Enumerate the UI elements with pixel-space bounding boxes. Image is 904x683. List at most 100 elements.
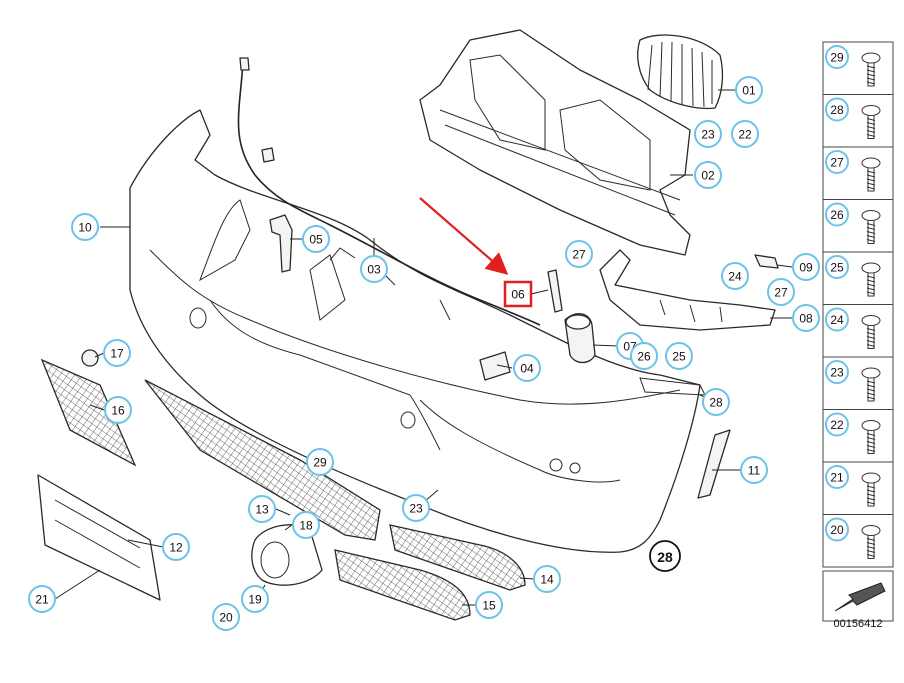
clip-17 xyxy=(81,349,99,367)
lower-grille xyxy=(144,379,381,541)
fastener-icon xyxy=(861,105,881,139)
callout-number: 12 xyxy=(169,541,183,555)
callout-22: 22 xyxy=(731,120,759,148)
fastener-icon xyxy=(861,367,881,402)
legend-number: 26 xyxy=(830,208,844,222)
callout-24: 24 xyxy=(721,262,749,290)
callout-number: 15 xyxy=(482,599,496,613)
callout-number: 09 xyxy=(799,261,813,275)
legend-cell-23: 23 xyxy=(822,356,894,410)
callout-14: 14 xyxy=(533,565,561,593)
legend-cell-28: 28 xyxy=(822,94,894,148)
legend-cell-27: 27 xyxy=(822,146,894,200)
callout-number: 02 xyxy=(701,169,715,183)
fog-lamp xyxy=(251,524,323,586)
callout-27: 27 xyxy=(767,278,795,306)
callout-11: 11 xyxy=(740,456,768,484)
highlight-layer: 06 xyxy=(503,280,533,308)
highlight-arrow xyxy=(419,197,509,275)
legend-cell-29: 29 xyxy=(822,41,894,95)
callout-03: 03 xyxy=(360,255,388,283)
bumper-carrier xyxy=(419,29,691,256)
fastener-icon xyxy=(861,52,881,87)
callout-layer: 0102030405070809101112131415161718192021… xyxy=(28,76,820,631)
fastener-icon xyxy=(861,420,881,454)
callout-number: 29 xyxy=(313,456,327,470)
callout-number: 14 xyxy=(540,573,554,587)
callout-02: 02 xyxy=(694,161,722,189)
callout-21: 21 xyxy=(28,585,56,613)
callout-number: 17 xyxy=(110,347,124,361)
callout-28: 28 xyxy=(702,388,730,416)
callout-26: 26 xyxy=(630,342,658,370)
fastener-icon xyxy=(861,525,881,559)
legend-cell-21: 21 xyxy=(822,461,894,515)
callout-number: 24 xyxy=(728,270,742,284)
bracket-05 xyxy=(269,214,293,273)
legend-number: 23 xyxy=(830,366,844,380)
callout-09: 09 xyxy=(792,253,820,281)
callout-12: 12 xyxy=(162,533,190,561)
callout-27: 27 xyxy=(565,240,593,268)
legend-number: 21 xyxy=(830,471,844,485)
callout-25: 25 xyxy=(665,342,693,370)
fastener-icon xyxy=(861,157,881,192)
fastener-icon xyxy=(861,210,881,244)
callout-number: 03 xyxy=(367,263,381,277)
callout-number: 20 xyxy=(219,611,233,625)
callout-19: 19 xyxy=(241,585,269,613)
fog-grille-14 xyxy=(389,524,526,591)
legend-cell-25: 25 xyxy=(822,251,894,305)
callout-number: 23 xyxy=(701,128,715,142)
wiring-harness xyxy=(237,57,541,326)
assembly-label-text: 28 xyxy=(657,549,673,565)
callout-23: 23 xyxy=(694,120,722,148)
callout-number: 05 xyxy=(309,233,323,247)
callout-number: 21 xyxy=(35,593,49,607)
callout-number: 28 xyxy=(709,396,723,410)
callout-number: 16 xyxy=(111,404,125,418)
legend-number: 28 xyxy=(830,103,844,117)
license-plate-base xyxy=(37,474,161,601)
callout-10: 10 xyxy=(71,213,99,241)
callout-number: 27 xyxy=(774,286,788,300)
fastener-icon xyxy=(861,262,881,297)
highlighted-callout-number: 06 xyxy=(511,288,525,302)
legend-cell-22: 22 xyxy=(822,409,894,463)
callout-number: 26 xyxy=(637,350,651,364)
legend-number: 25 xyxy=(830,261,844,275)
legend-number: 29 xyxy=(830,51,844,65)
legend-number: 22 xyxy=(830,418,844,432)
callout-number: 27 xyxy=(572,248,586,262)
callout-number: 18 xyxy=(299,519,313,533)
side-reflector xyxy=(697,429,731,499)
callout-04: 04 xyxy=(513,354,541,382)
callout-23: 23 xyxy=(402,494,430,522)
callout-29: 29 xyxy=(306,448,334,476)
legend-cell-20: 20 xyxy=(822,514,894,568)
fastener-icon xyxy=(861,472,881,507)
callout-17: 17 xyxy=(103,339,131,367)
callout-number: 04 xyxy=(520,362,534,376)
callout-number: 25 xyxy=(672,350,686,364)
legend-cell-24: 24 xyxy=(822,304,894,358)
legend-number: 27 xyxy=(830,156,844,170)
legend-cell-26: 26 xyxy=(822,199,894,253)
callout-01: 01 xyxy=(735,76,763,104)
highlighted-callout-box xyxy=(503,280,533,308)
support-bracket xyxy=(599,249,776,331)
callout-number: 01 xyxy=(742,84,756,98)
fog-grille-15 xyxy=(334,549,471,621)
callout-05: 05 xyxy=(302,225,330,253)
washer-pump xyxy=(564,313,596,364)
fastener-icon xyxy=(861,315,881,349)
callout-number: 13 xyxy=(255,503,269,517)
callout-number: 22 xyxy=(738,128,752,142)
callout-15: 15 xyxy=(475,591,503,619)
callout-16: 16 xyxy=(104,396,132,424)
legend-column: 29 28 27 26 25 24 23 22 21 20 xyxy=(822,41,894,622)
legend-number: 24 xyxy=(830,313,844,327)
diagram-id: 00156412 xyxy=(834,618,883,630)
direction-arrow-icon xyxy=(822,570,894,622)
